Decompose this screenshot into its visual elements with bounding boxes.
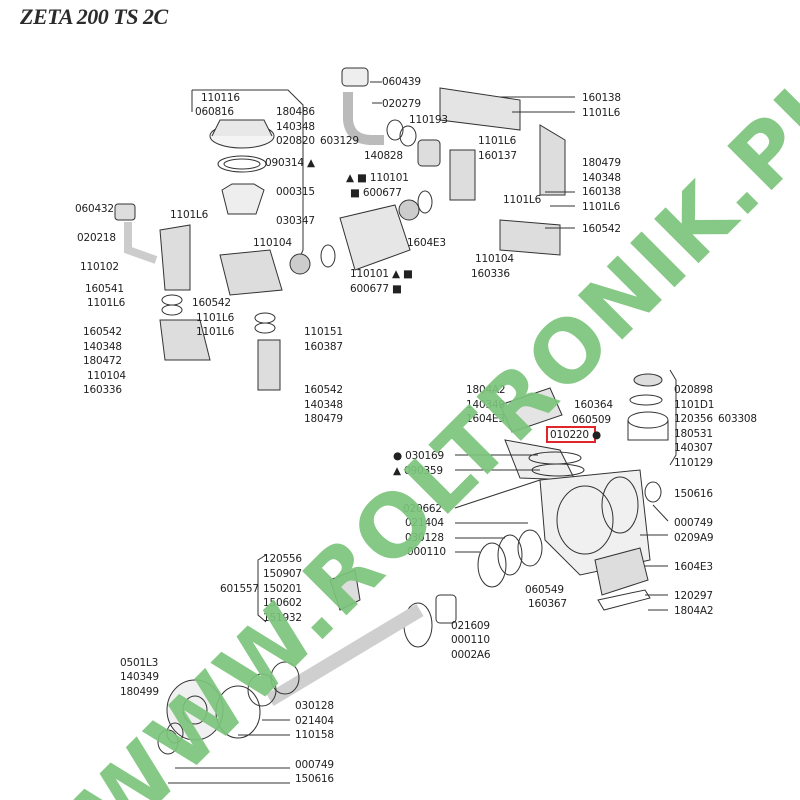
part-label: 110102 [80, 261, 119, 273]
part-label: 180499 [120, 686, 159, 698]
part-label: 110104 [475, 253, 514, 265]
part-label: 160541 [85, 283, 124, 295]
part-label: 000749 [295, 759, 334, 771]
part-label: 1604E3 [407, 237, 446, 249]
part-label: 140348 [582, 172, 621, 184]
part-label: 160138 [582, 186, 621, 198]
part-label: 150907 [263, 568, 302, 580]
part-label: ● 030169 [393, 450, 444, 462]
part-label: 0002A6 [451, 649, 491, 661]
part-label: 0501L3 [120, 657, 159, 669]
part-label: 1101L6 [582, 201, 621, 213]
part-label: 1604E3 [674, 561, 713, 573]
diagram-title: ZETA 200 TS 2C [20, 4, 168, 29]
part-label: 140307 [674, 442, 713, 454]
part-label: 600677 ■ [350, 283, 402, 295]
part-label: 1101L6 [196, 312, 235, 324]
part-label: 140828 [364, 150, 403, 162]
part-label: 150201 [263, 583, 302, 595]
part-label: 160336 [471, 268, 510, 280]
part-label: 180472 [83, 355, 122, 367]
part-label: 060816 [195, 106, 234, 118]
part-label: ■ 600677 [350, 187, 402, 199]
part-label: 1101L6 [478, 135, 517, 147]
part-label: 180479 [304, 413, 343, 425]
part-label: 150616 [674, 488, 713, 500]
part-label: 030128 [405, 532, 444, 544]
part-label: 140349 [466, 399, 505, 411]
part-label: 160364 [574, 399, 613, 411]
part-label: 000110 [407, 546, 446, 558]
part-label: 030128 [295, 700, 334, 712]
part-label: 140348 [304, 399, 343, 411]
part-label: 110116 [201, 92, 240, 104]
part-label: ▲ 090359 [393, 465, 443, 477]
part-label: 090314 ▲ [265, 157, 315, 169]
part-label: 060509 [572, 414, 611, 426]
part-label: 060432 [75, 203, 114, 215]
part-label: 120297 [674, 590, 713, 602]
head-cover-part [209, 119, 275, 215]
part-label: 160387 [304, 341, 343, 353]
part-label: 150616 [295, 773, 334, 785]
part-label: 150602 [263, 597, 302, 609]
part-label: 021404 [295, 715, 334, 727]
part-label: 110101 ▲ ■ [350, 268, 413, 280]
part-label: 021609 [451, 620, 490, 632]
part-label: 120556 [263, 553, 302, 565]
part-label: 140349 [120, 671, 159, 683]
part-label: 160542 [83, 326, 122, 338]
part-label: 110104 [87, 370, 126, 382]
part-label: 1101L6 [87, 297, 126, 309]
assembly-label: 603129 [320, 135, 359, 147]
part-label: 110193 [409, 114, 448, 126]
assembly-label: 601557 [220, 583, 259, 595]
part-label: 1604E3 [466, 413, 505, 425]
part-label: 1101D1 [674, 399, 715, 411]
highlighted-part-box [546, 426, 596, 443]
part-label: 021404 [405, 517, 444, 529]
part-label: 1101L6 [170, 209, 209, 221]
part-label: 110158 [295, 729, 334, 741]
part-label: 020662 [403, 503, 442, 515]
part-label: 160137 [478, 150, 517, 162]
part-label: ▲ ■ 110101 [346, 172, 409, 184]
part-label: 030347 [276, 215, 315, 227]
part-label: 160367 [528, 598, 567, 610]
part-label: 160336 [83, 384, 122, 396]
part-label: 020820 [276, 135, 315, 147]
part-label: 180531 [674, 428, 713, 440]
assembly-label: 603308 [718, 413, 757, 425]
part-label: 110104 [253, 237, 292, 249]
part-label: 140348 [83, 341, 122, 353]
highlighted-part-label: 010220 ● [550, 429, 601, 441]
part-label: 151932 [263, 612, 302, 624]
part-label: 1101L6 [503, 194, 542, 206]
part-label: 160542 [304, 384, 343, 396]
part-label: 1101L6 [196, 326, 235, 338]
part-label: 060439 [382, 76, 421, 88]
part-label: 020218 [77, 232, 116, 244]
part-label: 060549 [525, 584, 564, 596]
part-label: 180479 [582, 157, 621, 169]
part-label: 160138 [582, 92, 621, 104]
part-label: 180486 [276, 106, 315, 118]
part-label: 020279 [382, 98, 421, 110]
part-label: 1804A2 [466, 384, 506, 396]
part-label: 000315 [276, 186, 315, 198]
part-label: 000110 [451, 634, 490, 646]
part-label: 120356 [674, 413, 713, 425]
part-label: 160542 [582, 223, 621, 235]
part-label: 000749 [674, 517, 713, 529]
part-label: 160542 [192, 297, 231, 309]
part-label: 020898 [674, 384, 713, 396]
part-label: 140348 [276, 121, 315, 133]
part-label: 0209A9 [674, 532, 714, 544]
part-label: 1804A2 [674, 605, 714, 617]
part-label: 1101L6 [582, 107, 621, 119]
part-label: 110129 [674, 457, 713, 469]
part-label: 110151 [304, 326, 343, 338]
